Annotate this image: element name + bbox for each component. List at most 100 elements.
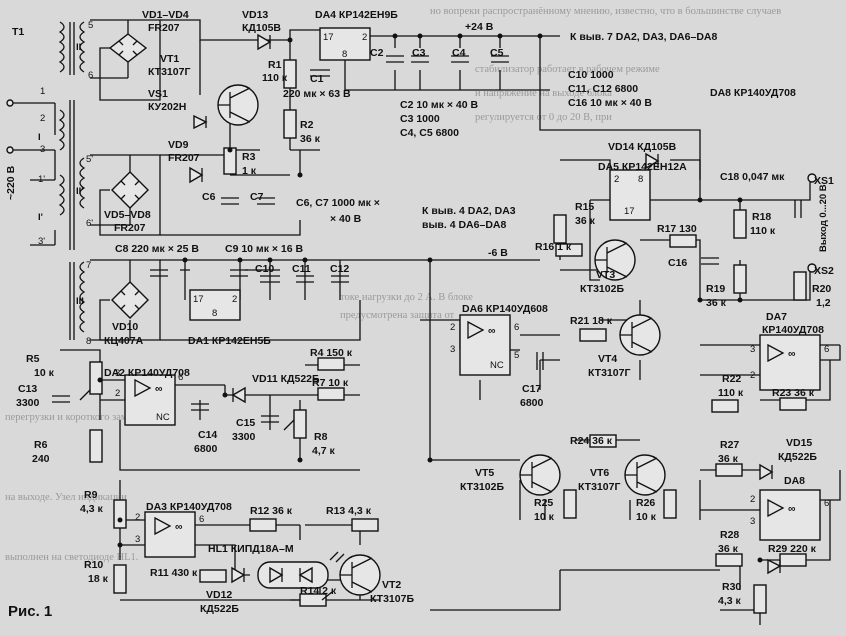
pin-label: 3 [750, 344, 755, 355]
pin-label: 5' [86, 154, 93, 165]
da8-opamp: ∞ 2 3 6 [750, 489, 829, 541]
r1-label: R1 [268, 59, 282, 71]
xs2-terminal[interactable] [807, 263, 817, 273]
vd11-label: VD11 КД522Б [252, 373, 320, 385]
nc-mark: NC [156, 412, 170, 423]
c13-label: C13 [18, 383, 37, 395]
pin-label: 3 [40, 144, 45, 155]
da7-label: DA7 [766, 311, 787, 323]
pin-label: 5 [514, 350, 519, 361]
vd15-type: КД522Б [778, 451, 817, 463]
winding-label: I' [38, 212, 43, 223]
r18-label: R18 [752, 211, 771, 223]
r3-label: R3 [242, 151, 256, 163]
infinity-mark: ∞ [788, 348, 796, 360]
c1-label: C1 [310, 73, 324, 85]
vt3-label: VT3 [596, 269, 615, 281]
vt4-type: КТ3107Г [588, 367, 630, 379]
pin-label: 6 [824, 498, 829, 509]
pin-label: 3 [115, 368, 120, 379]
da5-regulator [609, 169, 651, 221]
pin-label: 3 [450, 344, 455, 355]
c15-label: C15 [236, 417, 255, 429]
da2-label: DA2 КР140УД708 [104, 367, 190, 379]
minus6-label: -6 В [488, 247, 508, 259]
vd5-vd8-label: VD5–VD8 [104, 209, 151, 221]
vt1-type: КТ3107Г [148, 66, 190, 78]
vd10-type: КЦ407А [104, 335, 144, 347]
r25-value: 10 к [534, 511, 555, 523]
r30-label: R30 [722, 581, 741, 593]
r27-label: R27 [720, 439, 739, 451]
r21-label: R21 18 к [570, 315, 613, 327]
r23-label: R23 36 к [772, 387, 815, 399]
pin-label: 17 [193, 294, 204, 305]
vd10-label: VD10 [112, 321, 138, 333]
r10-label: R10 [84, 559, 103, 571]
infinity-mark: ∞ [175, 521, 183, 533]
r19-label: R19 [706, 283, 725, 295]
vd14-label: VD14 КД105В [608, 141, 677, 153]
c6c7-note: C6, C7 1000 мк × [296, 197, 380, 209]
xs2-label: XS2 [814, 265, 834, 277]
bridge-vd1-vd4 [108, 33, 148, 63]
vt6-transistor [624, 454, 666, 496]
pin-label: 2 [115, 388, 120, 399]
r15-value: 36 к [575, 215, 596, 227]
mains-terminal [6, 99, 14, 107]
pin-label: 2 [750, 494, 755, 505]
xs1-label: XS1 [814, 175, 834, 187]
pin4-destination: К выв. 4 DA2, DA3 [422, 205, 516, 217]
winding-label: I [38, 132, 41, 143]
r14-label: R14 2 к [300, 585, 337, 597]
pin-label: 6 [824, 344, 829, 355]
pin-label: 2 [135, 512, 140, 523]
da8-block-label: DA8 [784, 475, 805, 487]
pin-label: 1 [40, 86, 45, 97]
r25-label: R25 [534, 497, 553, 509]
vt3-transistor [594, 239, 636, 281]
r26-value: 10 к [636, 511, 657, 523]
r5-wiper-arrow [79, 389, 91, 401]
da3-opamp: ∞ 2 3 6 [135, 511, 204, 558]
winding-label: II [76, 42, 81, 53]
c17-value: 6800 [520, 397, 544, 409]
da6-label: DA6 КР140УД608 [462, 303, 548, 315]
mains-terminal [6, 146, 14, 154]
da3-label: DA3 КР140УД708 [146, 501, 232, 513]
c10-label: C10 [255, 263, 274, 275]
winding-label: II' [76, 186, 84, 197]
pin-label: 6 [514, 322, 519, 333]
pin-label: 8 [638, 174, 643, 185]
pin-label: 5 [88, 20, 93, 31]
r18-value: 110 к [750, 225, 776, 237]
c14-label: C14 [198, 429, 217, 441]
r8-wiper-arrow [283, 419, 295, 431]
mains-voltage-label: ~220 В [5, 165, 17, 200]
r2-value: 36 к [300, 133, 321, 145]
junction-dots [97, 33, 763, 563]
pin-label: 3' [38, 236, 45, 247]
r13-label: R13 4,3 к [326, 505, 372, 517]
figure-caption: Рис. 1 [8, 603, 52, 620]
infinity-mark: ∞ [155, 383, 163, 395]
vt1-transistor [217, 84, 259, 126]
da6-opamp: ∞ NC 2 3 6 5 [450, 314, 519, 376]
r28-value: 36 к [718, 543, 739, 555]
vd13-type: КД105В [242, 22, 281, 34]
pin-label: 6 [178, 372, 183, 383]
pin-label: 2 [232, 294, 237, 305]
cap-list-line: C3 1000 [400, 113, 440, 125]
r12-label: R12 36 к [250, 505, 293, 517]
da2-opamp: ∞ NC 3 2 6 [115, 368, 183, 426]
da8-title: DA8 КР140УД708 [710, 87, 796, 99]
vt3-type: КТ3102Б [580, 283, 624, 295]
infinity-mark: ∞ [488, 325, 496, 337]
r27-value: 36 к [718, 453, 739, 465]
hl1-led [257, 551, 345, 589]
vt2-type: КТ3107Б [370, 593, 414, 605]
r11-label: R11 430 к [150, 567, 198, 579]
pin-label: 2 [750, 370, 755, 381]
cap-list-line: C2 10 мк × 40 В [400, 99, 479, 111]
xs1-terminal[interactable] [807, 173, 817, 183]
